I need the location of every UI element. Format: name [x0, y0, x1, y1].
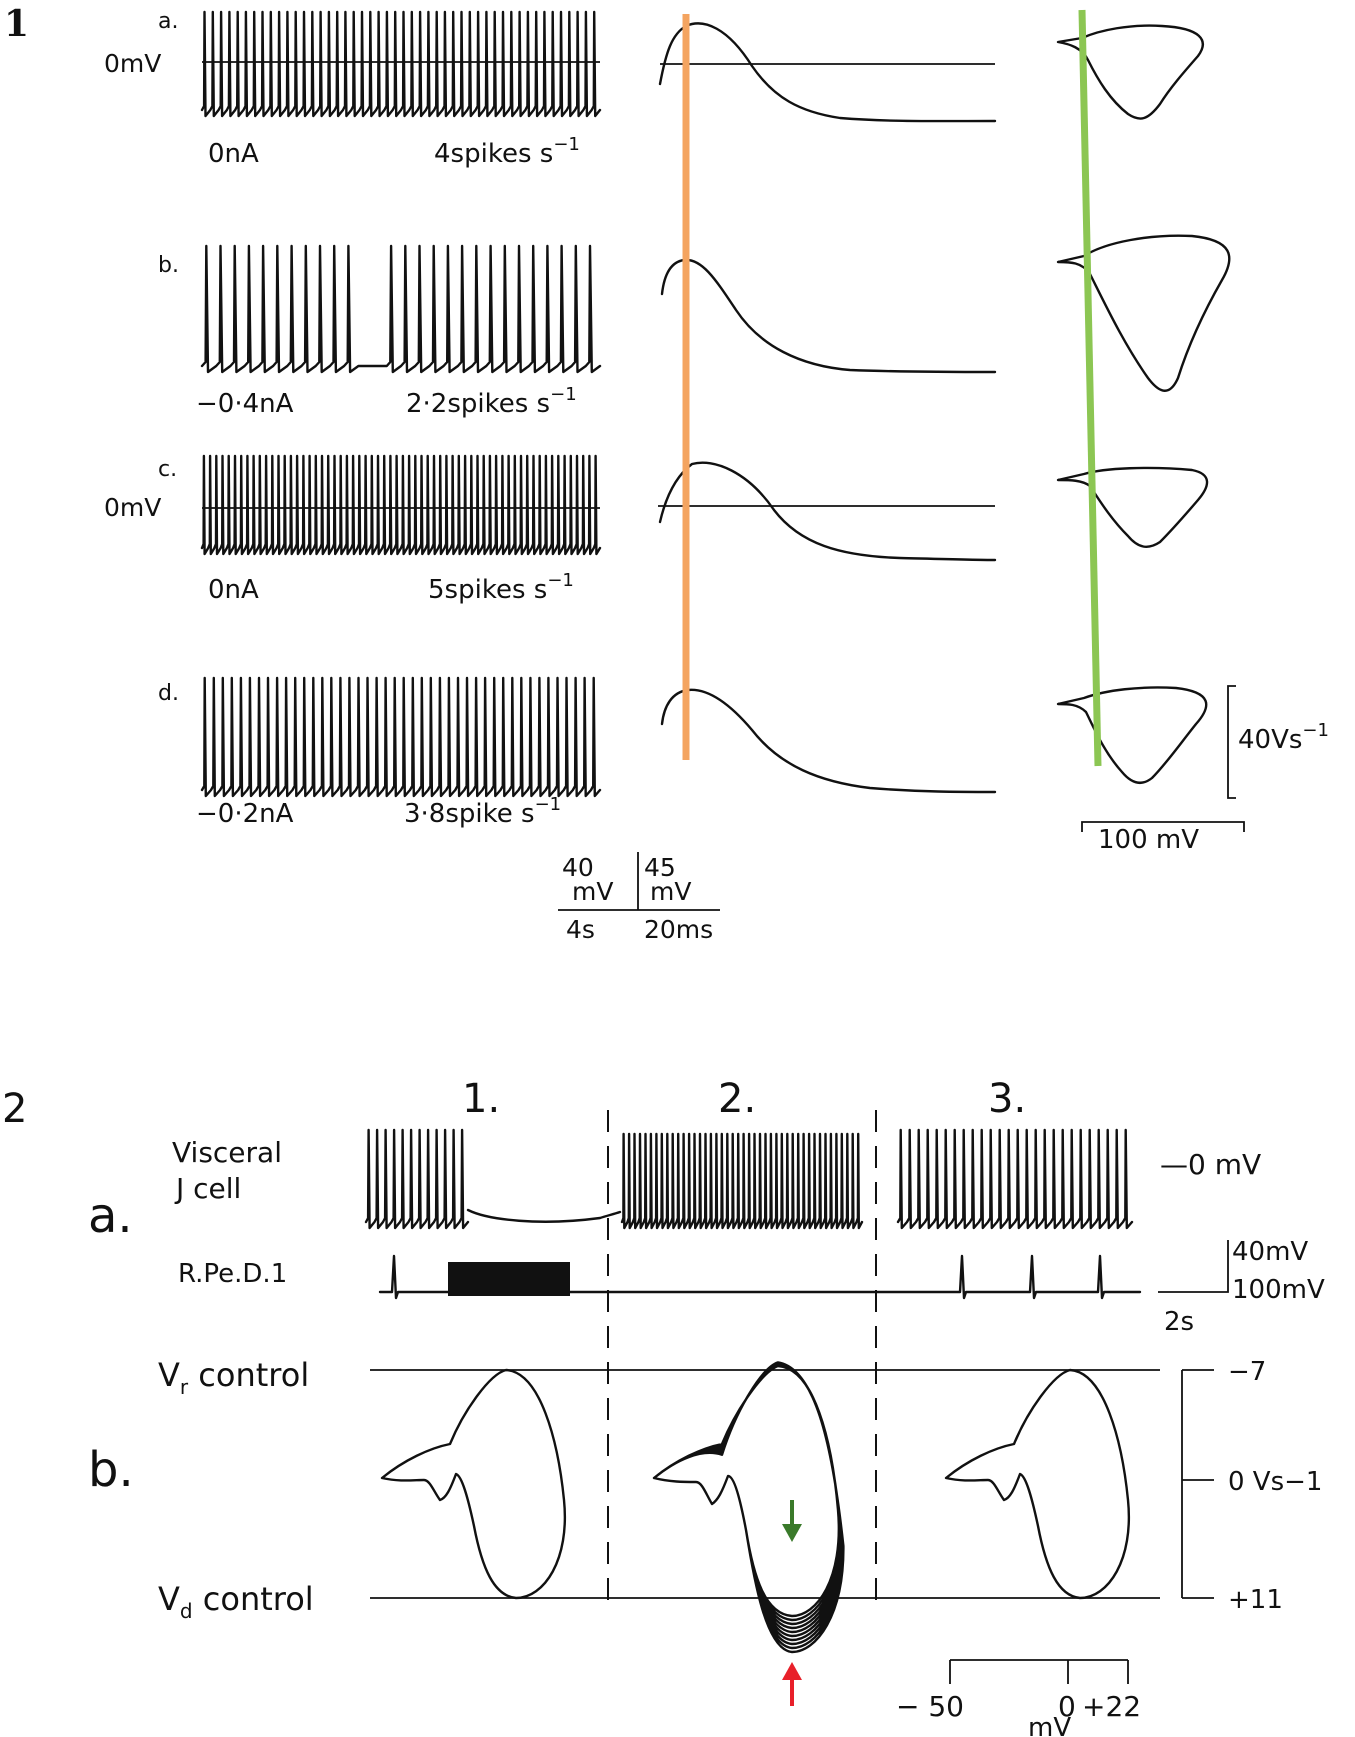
current-label-d: −0·2nA — [196, 799, 294, 829]
red-up-arrow — [782, 1662, 802, 1706]
row-b-letter-2: b. — [88, 1442, 134, 1498]
timebase-t2: 20ms — [644, 915, 713, 944]
rate-label-c: 5spikes s−1 — [428, 570, 574, 605]
rped-label: R.Pe.D.1 — [178, 1259, 287, 1289]
expanded-spike-a — [658, 22, 997, 123]
scale-2s: 2s — [1164, 1307, 1194, 1337]
spike-train-d — [200, 676, 602, 798]
expanded-spike-b — [660, 258, 997, 374]
zero-mv-label-a: 0mV — [104, 49, 161, 78]
timebase-v1-unit: mV — [572, 877, 613, 906]
vd-control-label: Vd control — [158, 1580, 314, 1623]
phase-loop-b — [1056, 234, 1231, 392]
green-alignment-line — [1078, 9, 1102, 767]
green-down-arrow — [782, 1500, 802, 1542]
row-d-letter: d. — [158, 681, 179, 706]
panel-1-number: 1 — [4, 3, 29, 45]
timebase-calibration: 40 mV 45 mV 4s 20ms — [558, 852, 720, 944]
right-scale-bot: +11 — [1228, 1585, 1283, 1615]
zero-mv-label-2: —0 mV — [1160, 1148, 1261, 1181]
vertical-scale-bar — [1227, 685, 1236, 799]
row-a-letter-2: a. — [88, 1188, 133, 1244]
zero-mv-label-c: 0mV — [104, 493, 161, 522]
expanded-spike-c — [658, 461, 997, 562]
scale-100mv: 100mV — [1232, 1275, 1325, 1305]
right-scale-mid: 0 Vs−1 — [1228, 1467, 1322, 1497]
row-a-letter: a. — [158, 9, 178, 34]
current-label-a: 0nA — [208, 139, 259, 169]
column-1-label: 1. — [462, 1076, 500, 1122]
right-scale-top: −7 — [1228, 1357, 1266, 1387]
column-3-label: 3. — [988, 1076, 1026, 1122]
rped-burst — [448, 1262, 570, 1296]
phase-loop-d — [1056, 686, 1208, 784]
panel-2-number: 2 — [2, 1086, 27, 1132]
rate-label-b: 2·2spikes s−1 — [406, 384, 577, 419]
right-vertical-scale — [1181, 1369, 1214, 1599]
rate-label-a: 4spikes s−1 — [434, 134, 580, 169]
vr-control-label: Vr control — [158, 1356, 309, 1399]
horizontal-scale-bar — [1081, 821, 1245, 832]
current-label-b: −0·4nA — [196, 389, 294, 419]
visceral-trace — [364, 1128, 1134, 1230]
scale-40mv: 40mV — [1232, 1237, 1308, 1267]
rate-label-d: 3·8spike s−1 — [404, 794, 561, 829]
row-c-letter: c. — [158, 457, 177, 482]
x-tick-minus50: − 50 — [896, 1690, 964, 1723]
phase-loop-1 — [380, 1368, 567, 1600]
timebase-v1-num: 40 — [562, 853, 594, 882]
row-b-letter: b. — [158, 253, 179, 278]
cell-label-line2: J cell — [174, 1172, 241, 1205]
vertical-scale-label: 40Vs−1 — [1238, 720, 1329, 755]
timebase-t1: 4s — [566, 915, 595, 944]
spike-train-b — [200, 244, 602, 374]
current-label-c: 0nA — [208, 575, 259, 605]
panel-2-scale-bar — [1158, 1240, 1229, 1293]
x-unit-label: mV — [1028, 1713, 1071, 1737]
timebase-v2-unit: mV — [650, 877, 691, 906]
expanded-spike-d — [660, 688, 997, 794]
horizontal-scale-label: 100 mV — [1098, 825, 1199, 855]
spike-train-a — [200, 10, 602, 118]
rped-trace — [378, 1254, 1142, 1300]
phase-loop-a — [1056, 24, 1204, 120]
spike-train-c — [200, 454, 602, 556]
column-2-label: 2. — [718, 1076, 756, 1122]
x-tick-zero: 0 — [1058, 1690, 1076, 1723]
bottom-horizontal-scale — [949, 1659, 1129, 1684]
cell-label-line1: Visceral — [172, 1136, 282, 1169]
x-tick-plus22: +22 — [1082, 1690, 1141, 1723]
phase-loop-2 — [652, 1361, 845, 1654]
timebase-v2-num: 45 — [644, 853, 676, 882]
phase-loop-c — [1056, 466, 1209, 548]
phase-loop-3 — [944, 1368, 1131, 1600]
